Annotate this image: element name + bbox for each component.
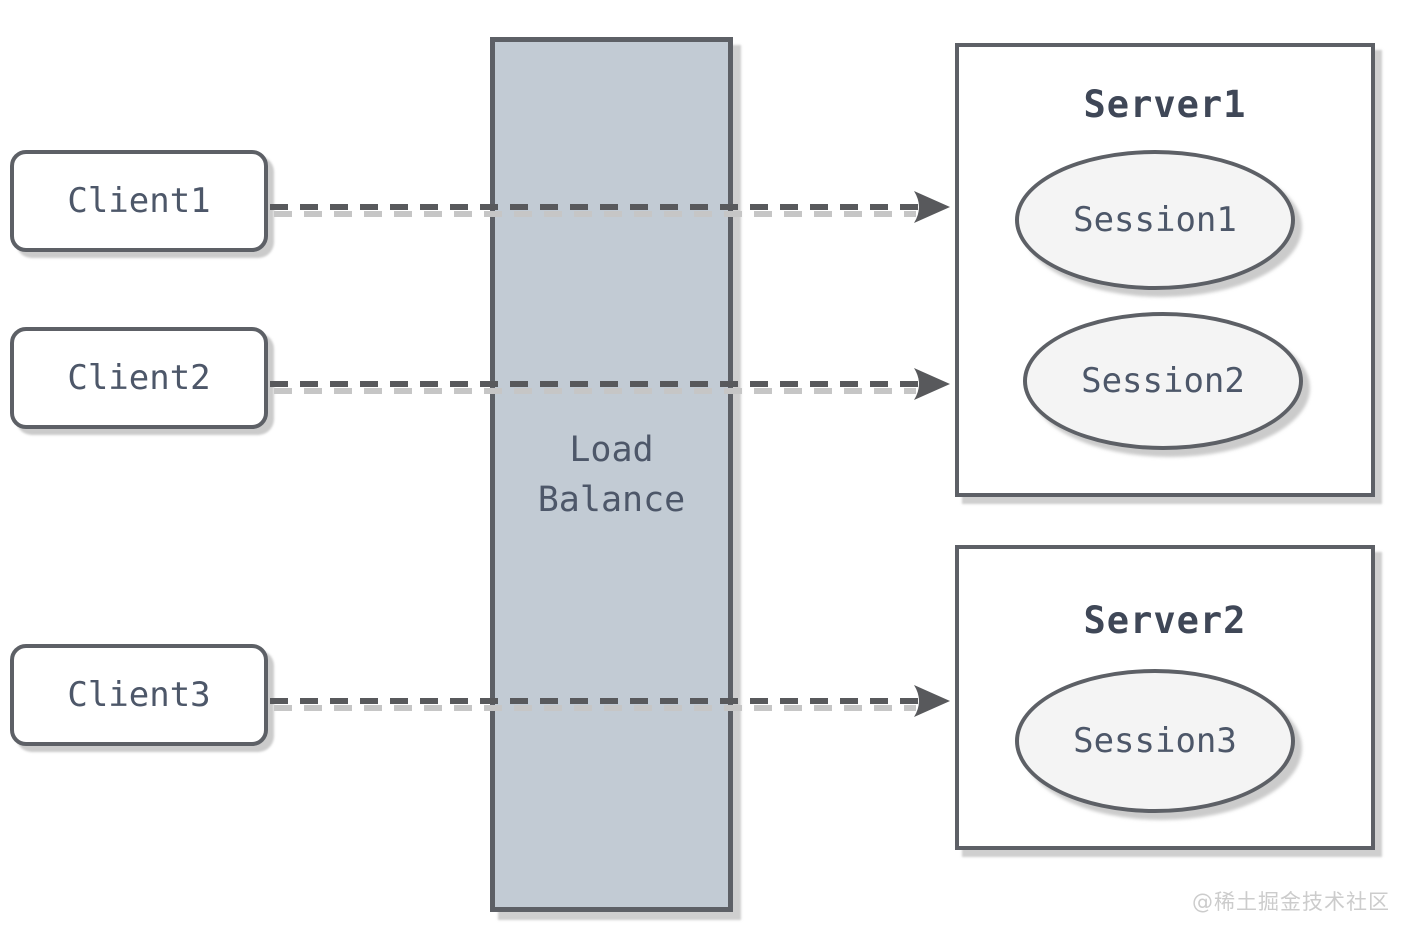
client2-label: Client2 xyxy=(67,358,211,398)
session1-ellipse: Session1 xyxy=(1015,150,1295,290)
client2-box: Client2 xyxy=(10,327,268,429)
session1-label: Session1 xyxy=(1073,200,1237,240)
watermark: @稀土掘金技术社区 xyxy=(1192,890,1390,914)
session3-ellipse: Session3 xyxy=(1015,669,1295,813)
load-balancer-label-line1: Load xyxy=(569,429,654,470)
load-balancer-label-line2: Balance xyxy=(537,479,686,520)
server1-title: Server1 xyxy=(1083,83,1247,126)
client3-label: Client3 xyxy=(67,675,211,715)
session3-label: Session3 xyxy=(1073,721,1237,761)
session2-label: Session2 xyxy=(1081,361,1245,401)
session2-ellipse: Session2 xyxy=(1023,312,1303,450)
client1-label: Client1 xyxy=(67,181,211,221)
load-balancer-box: Load Balance xyxy=(490,37,733,912)
server2-title: Server2 xyxy=(1083,599,1247,642)
client1-box: Client1 xyxy=(10,150,268,252)
client3-box: Client3 xyxy=(10,644,268,746)
